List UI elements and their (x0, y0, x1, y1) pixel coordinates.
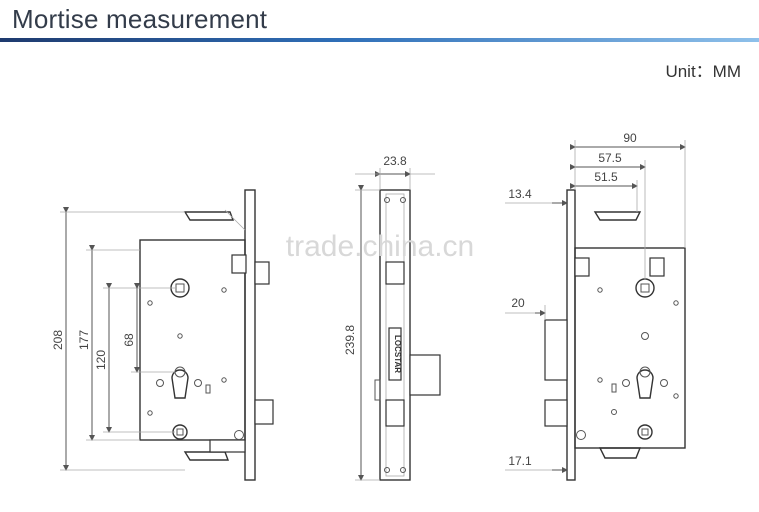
faceplate-brand-plate (388, 327, 402, 381)
dim-68: 68 (122, 333, 136, 347)
back-top-tab (593, 211, 642, 221)
dim-20: 20 (511, 296, 525, 310)
front-dead-bolt (254, 399, 274, 425)
faceplate-latch-opening (385, 261, 405, 285)
front-bottom-tab (183, 451, 230, 461)
dim-120: 120 (94, 350, 108, 370)
back-body (574, 247, 686, 449)
unit-label: Unit：MM (665, 62, 741, 81)
faceplate-outline (379, 189, 411, 481)
dim-51-5: 51.5 (594, 170, 618, 184)
front-cylinder-hole (171, 369, 189, 399)
front-view: 208 177 120 68 (51, 189, 274, 481)
dim-57-5: 57.5 (598, 151, 622, 165)
dim-90: 90 (623, 131, 637, 145)
back-faceplate (566, 189, 576, 481)
title-rule (0, 38, 759, 42)
dim-17-1: 17.1 (508, 454, 532, 468)
back-latch-bolt (544, 319, 568, 381)
dim-177: 177 (77, 330, 91, 350)
front-latch-bolt (254, 261, 270, 285)
back-spindle-hole (635, 278, 655, 298)
faceplate-view: LOCSTAR 23.8 239.8 (343, 154, 441, 481)
front-top-tab (183, 211, 235, 221)
watermark: trade.china.cn (286, 230, 474, 263)
dim-208: 208 (51, 330, 65, 350)
back-view: 90 57.5 51.5 13.4 20 17.1 (505, 131, 686, 481)
back-bottom-tab (598, 447, 642, 459)
dim-239-8: 239.8 (343, 325, 357, 355)
faceplate-bolt-opening (385, 399, 405, 427)
back-dead-bolt (544, 399, 568, 427)
back-cylinder-hole (636, 369, 654, 399)
dim-13-4: 13.4 (508, 187, 532, 201)
front-faceplate (244, 189, 256, 481)
dim-23-8: 23.8 (383, 154, 407, 168)
faceplate-side-bolt (409, 354, 441, 396)
faceplate-brand: LOCSTAR (393, 335, 402, 373)
front-body (139, 239, 246, 441)
page-title: Mortise measurement (12, 4, 268, 34)
